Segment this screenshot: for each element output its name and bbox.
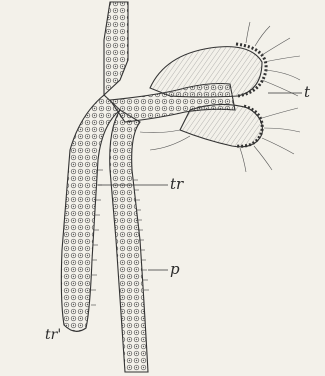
label-t: t — [304, 85, 310, 100]
upper-stalk — [104, 2, 128, 95]
left-tube — [61, 95, 120, 331]
upper-bulb — [150, 47, 262, 97]
label-tr: tr — [170, 177, 183, 192]
label-p: p — [170, 262, 180, 277]
lower-bulb — [180, 104, 262, 146]
label-tr-prime: tr' — [45, 328, 61, 342]
central-tube — [110, 110, 148, 372]
